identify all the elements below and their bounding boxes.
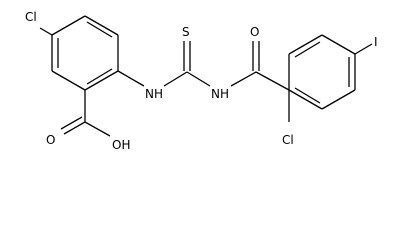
atom-label-iodine: I [374,35,378,49]
atom-label-oh: OH [112,138,130,152]
bond [321,34,356,55]
bond-c-o-double-2 [60,116,83,130]
bond-c-o-double-1 [63,121,86,135]
atom-label-cl-bottom: Cl [282,133,294,147]
atom-label-nh-left: NH [145,87,163,101]
double-bond-inner [86,21,113,38]
bond [288,34,323,55]
bond [51,15,86,36]
bond [84,70,119,91]
bond-nh-to-c [163,71,188,87]
bond [288,89,323,110]
molecule-structure: Cl OH O NH S NH O I Cl [25,10,378,152]
atom-label-nh-right: NH [211,87,229,101]
atom-label-o-amide: O [250,25,259,39]
bond [51,70,86,91]
right-benzene-ring [288,34,356,110]
double-bond-inner [294,87,321,104]
atom-label-o-acid: O [46,133,55,147]
bond [321,89,356,110]
bond-c-oh [84,121,111,137]
double-bond-inner [294,41,321,58]
bond-carbonyl-to-ring [255,71,290,91]
bond-c-to-nh [186,71,211,87]
bond-ring-to-nh [117,70,145,87]
atom-label-s: S [182,25,190,39]
bond [84,15,119,36]
bond-c-cl-left [39,27,53,36]
double-bond-inner [86,68,113,85]
left-benzene-ring [51,15,119,91]
atom-label-cl-left: Cl [25,10,37,24]
bond-nh-to-carbonyl [230,71,257,87]
bond-c-iodine [354,43,373,55]
